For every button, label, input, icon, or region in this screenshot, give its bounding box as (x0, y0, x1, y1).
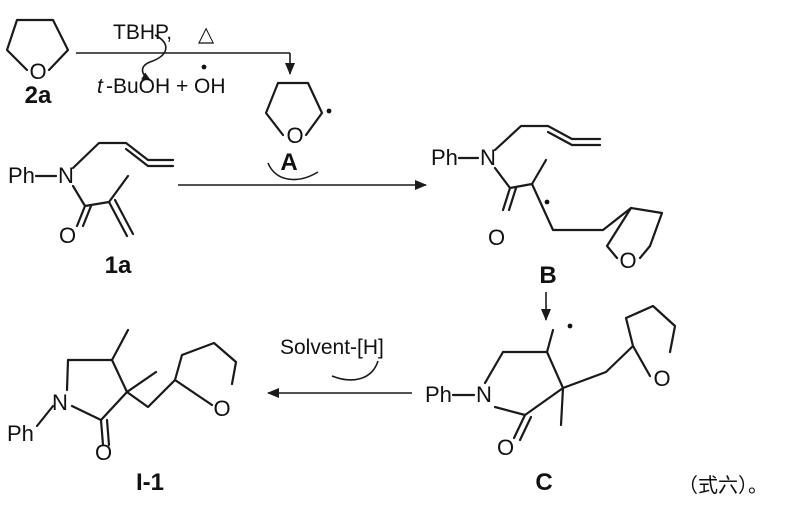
b-carbonyl-oxygen: O (488, 225, 505, 250)
label-a: A (280, 149, 297, 176)
c-carbonyl-oxygen: O (497, 435, 514, 460)
substrate-1a-structure: Ph N O (8, 141, 175, 248)
c-radical-dot (567, 323, 573, 329)
label-i1: I-1 (136, 469, 164, 496)
hydroxyl-radical: OH (194, 75, 226, 98)
heat-symbol: △ (198, 23, 215, 46)
hat-arrow (267, 360, 412, 398)
thf-2a-structure: O (5, 18, 70, 84)
product-nitrogen: N (52, 390, 68, 415)
product-phenyl: Ph (7, 421, 34, 446)
addition-arrow (178, 162, 427, 190)
solvent-hydrogen: Solvent-[H] (280, 336, 384, 359)
thf-radical-a-structure: O (264, 81, 332, 148)
radical-a-dot (326, 108, 332, 114)
formula-caption: （式六）。 (678, 473, 768, 497)
substrate-phenyl: Ph (8, 163, 35, 188)
label-b: B (539, 262, 556, 289)
b-phenyl: Ph (431, 145, 458, 170)
b-nitrogen: N (480, 145, 496, 170)
intermediate-c-structure: Ph N O O (425, 304, 677, 460)
initiation-arrow (76, 34, 295, 81)
reagent-tbhp: TBHP, (113, 21, 172, 44)
c-thf-oxygen: O (653, 366, 670, 391)
substrate-nitrogen: N (58, 163, 74, 188)
b-radical-dot (544, 199, 550, 205)
label-c: C (535, 469, 552, 496)
thf-oxygen: O (29, 59, 46, 84)
byproduct-t-prefix: t (97, 75, 104, 98)
product-thf-oxygen: O (213, 396, 230, 421)
c-phenyl: Ph (425, 382, 452, 407)
substrate-carbonyl-oxygen: O (59, 223, 76, 248)
product-carbonyl-oxygen: O (95, 440, 112, 465)
label-2a: 2a (25, 82, 52, 109)
product-i1-structure: Ph N O O (7, 328, 238, 465)
b-thf-oxygen: O (619, 248, 636, 273)
byproduct-tbuoh: -BuOH + (106, 75, 188, 98)
radical-a-oxygen: O (286, 123, 303, 148)
c-nitrogen: N (476, 382, 492, 407)
intermediate-b-structure: Ph N O O (431, 124, 664, 273)
label-1a: 1a (105, 252, 132, 279)
hydroxyl-radical-dot (201, 64, 207, 70)
